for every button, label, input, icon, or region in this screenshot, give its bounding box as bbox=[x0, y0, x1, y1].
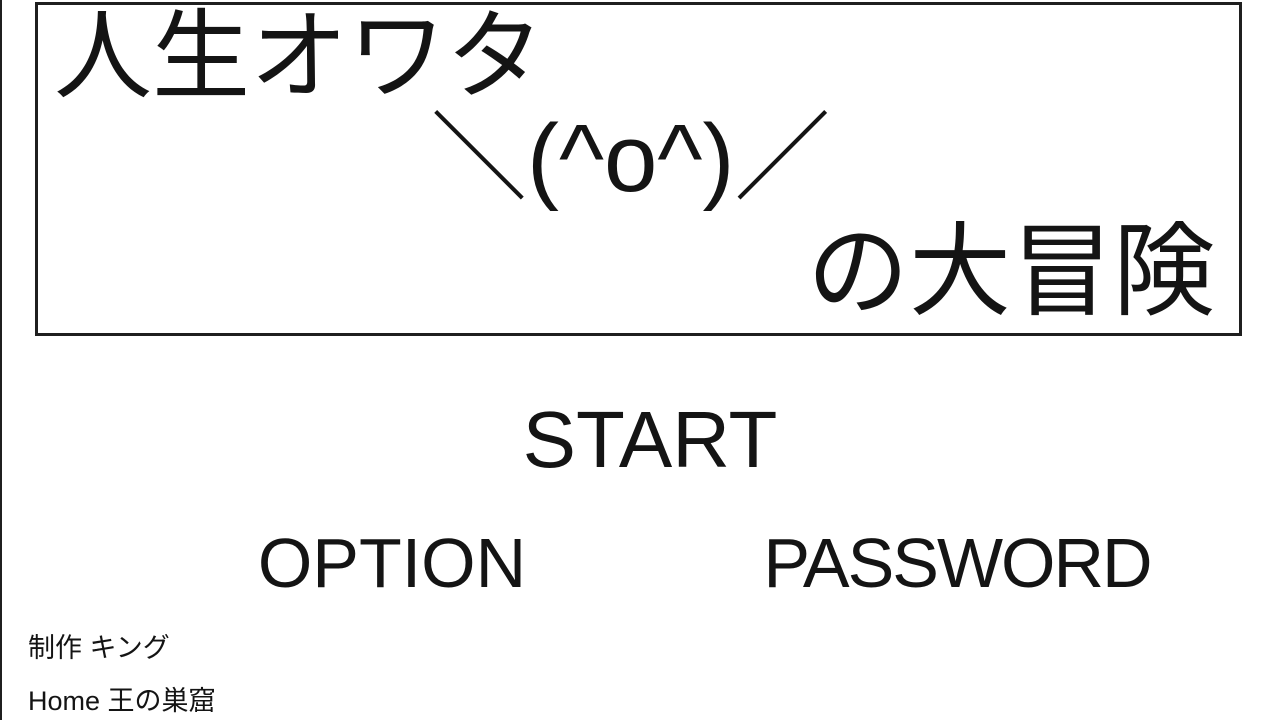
owata-emoticon: ＼(^o^)／ bbox=[431, 105, 831, 212]
option-button[interactable]: OPTION bbox=[257, 524, 527, 602]
stage-left-border bbox=[0, 0, 2, 720]
title-box: 人生オワタ ＼(^o^)／ の大冒険 bbox=[35, 2, 1242, 336]
production-credit: 制作 キング bbox=[28, 633, 170, 663]
start-button[interactable]: START bbox=[522, 395, 778, 484]
home-link[interactable]: Home 王の巣窟 bbox=[28, 686, 216, 716]
password-button[interactable]: PASSWORD bbox=[763, 524, 1152, 602]
title-text-top: 人生オワタ bbox=[54, 1, 545, 111]
title-text-bottom: の大冒険 bbox=[807, 215, 1215, 329]
